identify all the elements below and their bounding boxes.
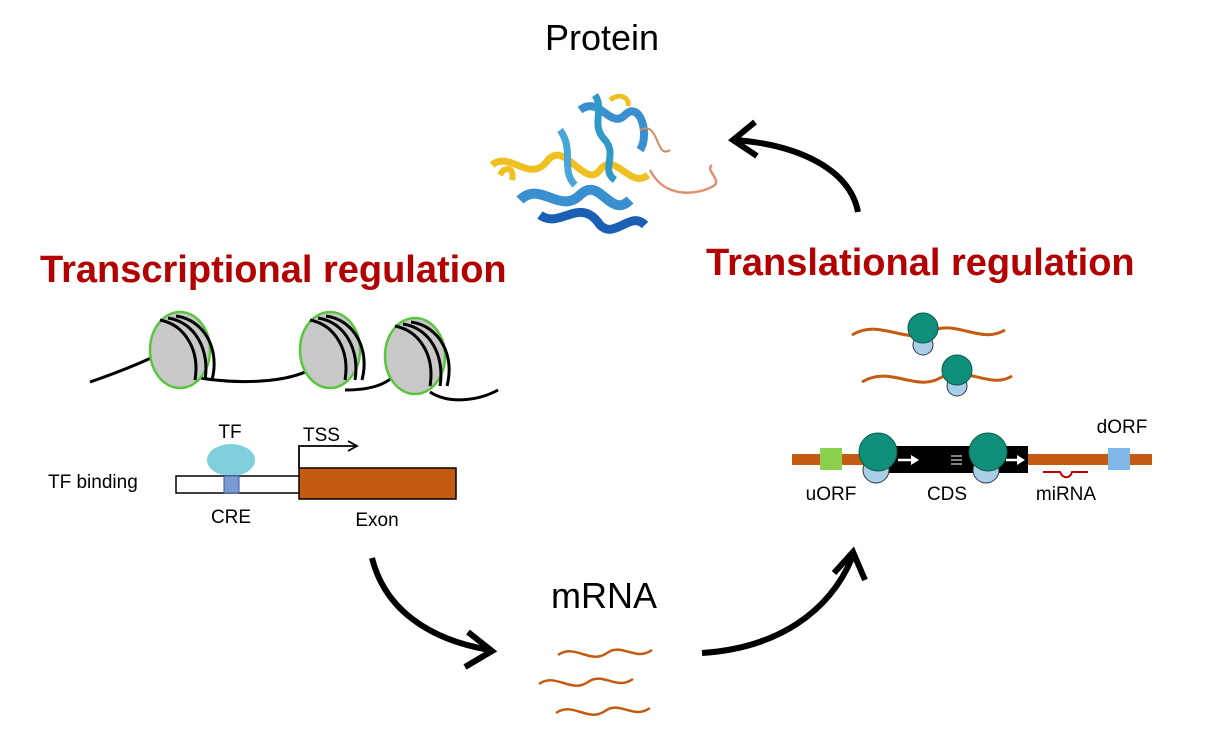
- dorf-box: [1108, 448, 1130, 470]
- transcriptional-heading: Transcriptional regulation: [40, 249, 507, 291]
- arrow-translation-to-protein: [734, 137, 861, 213]
- mrna-label: mRNA: [551, 575, 657, 616]
- mirna-strand: [1043, 471, 1088, 479]
- mrna-molecules: [538, 648, 653, 716]
- tss-arrow: [298, 445, 355, 468]
- exon-label: Exon: [355, 510, 398, 531]
- cds-label: CDS: [927, 484, 967, 505]
- translating-mrna: [851, 312, 1006, 356]
- tf-binding-label: TF binding: [48, 472, 138, 493]
- translating-mrna: [861, 354, 1013, 397]
- translational-heading: Translational regulation: [706, 242, 1135, 284]
- nucleosome: [298, 310, 366, 390]
- ribosome-large-subunit: [858, 432, 898, 472]
- protein-label: Protein: [545, 17, 659, 58]
- cre-element: [223, 475, 240, 494]
- uorf-box: [820, 448, 842, 470]
- exon-block: [298, 467, 457, 500]
- protein-structure-image: [489, 93, 718, 234]
- cre-label: CRE: [211, 507, 251, 528]
- mirna-label: miRNA: [1036, 484, 1096, 505]
- tf-label: TF: [218, 422, 241, 443]
- mrna-orf-map: [792, 432, 1152, 484]
- tss-label: TSS: [303, 425, 340, 446]
- transcription-factor: [207, 444, 255, 476]
- nucleosome: [148, 310, 216, 390]
- ribosome-large-subunit: [968, 432, 1008, 472]
- arrow-mrna-to-translation: [701, 556, 855, 656]
- uorf-label: uORF: [806, 484, 857, 505]
- arrow-transcription-to-mrna: [369, 557, 491, 653]
- dorf-label: dORF: [1097, 417, 1148, 438]
- nucleosome: [383, 316, 451, 396]
